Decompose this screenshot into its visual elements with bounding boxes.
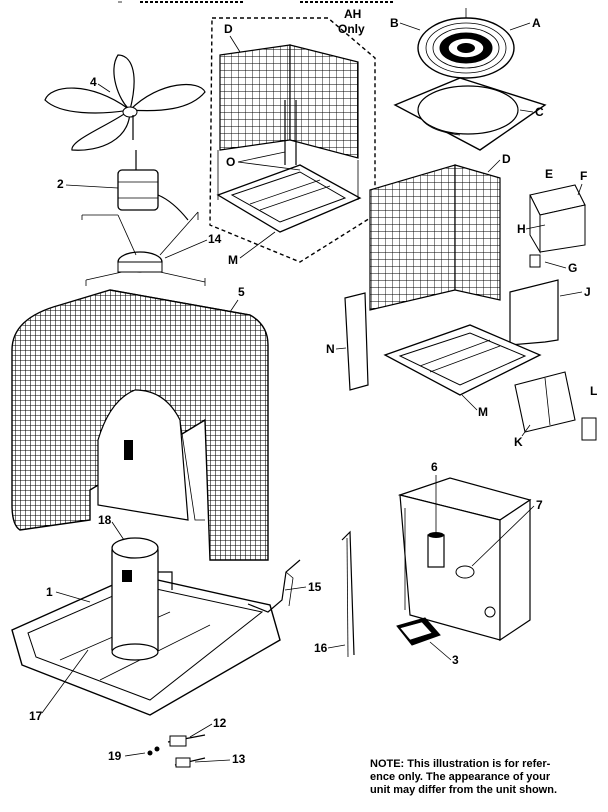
callout-d-top: D [224,22,233,36]
ah-only-label-line2: Only [338,22,365,36]
callout-a: A [532,16,541,30]
capacitor-6 [427,532,445,568]
tube-15 [247,559,301,613]
callout-5: 5 [238,285,245,299]
contactor-3 [396,617,441,646]
callout-l: L [590,384,597,398]
callout-4: 4 [90,75,97,89]
note-line1: NOTE: This illustration is for refer- [370,758,551,770]
callout-e: E [545,167,553,181]
callout-18: 18 [98,513,112,527]
callout-j: J [584,285,591,299]
ah-only-enclosure: AH Only [209,7,376,263]
outdoor-coil-d [369,164,501,311]
callout-h: H [517,222,526,236]
callout-f: F [580,169,587,183]
bracket-l [581,417,597,441]
callout-k: K [514,435,523,449]
relay-7 [455,565,475,579]
service-valves [147,734,206,768]
callout-3: 3 [452,653,459,667]
callout-o: O [226,155,235,169]
outdoor-coil-5 [11,289,269,561]
callout-12: 12 [213,716,227,730]
panel-j [509,279,559,346]
callout-15: 15 [308,580,322,594]
callout-c: C [535,105,544,119]
control-box-e [529,184,586,268]
ah-only-label-line1: AH [344,7,361,21]
callout-g: G [568,261,577,275]
compressor-18 [111,537,173,661]
tube-16 [341,530,355,658]
callout-d-right: D [502,152,511,166]
outdoor-drain-pan-m [383,324,542,396]
control-box-3 [397,477,532,642]
callout-14: 14 [208,232,222,246]
fan-guard-a [417,17,515,79]
indoor-coil-d [219,44,359,165]
bracket-k [514,371,576,433]
callout-17: 17 [29,709,43,723]
callout-16: 16 [314,641,328,655]
fan-motor-2 [117,150,189,221]
callout-b: B [390,16,399,30]
note-line2: ence only. The appearance of your [370,771,551,783]
callout-m-left: M [228,253,238,267]
callout-2: 2 [57,177,64,191]
callout-19: 19 [108,749,122,763]
panel-n [344,292,369,391]
callout-13: 13 [232,752,246,766]
top-cover-c [393,77,547,151]
callout-n: N [326,342,335,356]
note-line3: unit may differ from the unit shown. [370,784,557,796]
callout-6: 6 [431,460,438,474]
callout-1: 1 [46,585,53,599]
disclaimer-note: NOTE: This illustration is for refer- en… [370,758,557,796]
motor-mount-14 [81,211,206,286]
fan-blade-4 [44,54,206,151]
callout-m-right: M [478,405,488,419]
callout-7: 7 [536,498,543,512]
indoor-drain-pan [216,150,362,233]
